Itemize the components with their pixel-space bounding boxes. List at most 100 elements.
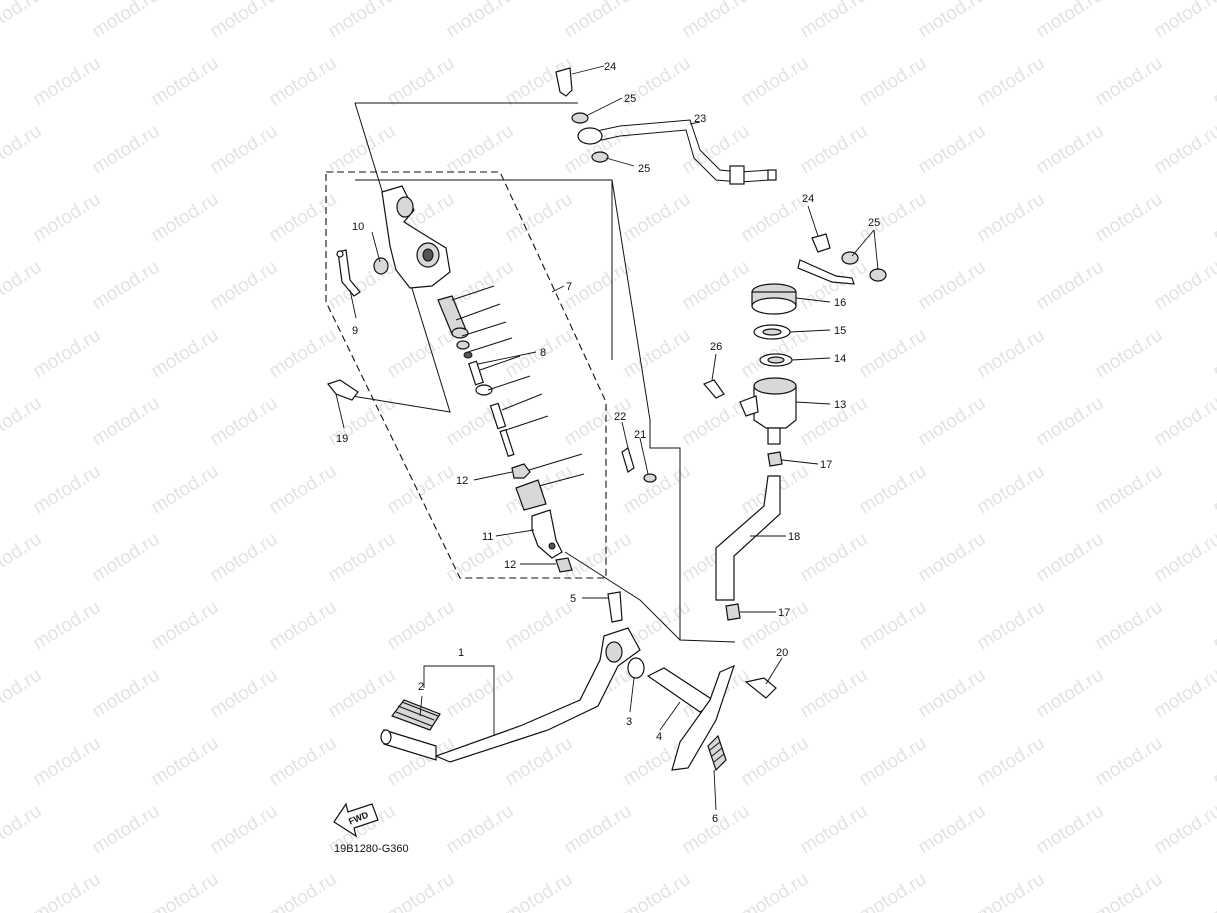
watermark-text: motod.ru [266, 869, 341, 913]
callout-19: 19 [336, 433, 348, 445]
callout-16: 16 [834, 297, 846, 309]
watermark-text: motod.ru [561, 801, 636, 859]
watermark-text: motod.ru [0, 665, 45, 723]
watermark-text: motod.ru [915, 0, 990, 42]
callout-4: 4 [656, 731, 662, 743]
watermark-text: motod.ru [148, 597, 223, 655]
watermark-text: motod.ru [620, 189, 695, 247]
watermark-text: motod.ru [207, 393, 282, 451]
callout-24-upper: 24 [604, 61, 616, 73]
watermark-text: motod.ru [738, 733, 813, 791]
watermark-text: motod.ru [974, 53, 1049, 111]
watermark-text: motod.ru [797, 0, 872, 42]
watermark-text: motod.ru [30, 53, 105, 111]
watermark-text: motod.ru [30, 869, 105, 913]
watermark-text: motod.ru [856, 189, 931, 247]
watermark-text: motod.ru [915, 121, 990, 179]
watermark-text: motod.ru [1151, 0, 1217, 42]
reservoir-assembly [702, 283, 797, 445]
watermark-text: motod.ru [0, 529, 45, 587]
pedal-rubber-2 [391, 699, 441, 731]
watermark-text: motod.ru [856, 53, 931, 111]
watermark-text: motod.ru [443, 121, 518, 179]
watermark-text: motod.ru [207, 529, 282, 587]
watermark-text: motod.ru [384, 869, 459, 913]
watermark-text: motod.ru [266, 597, 341, 655]
watermark-text: motod.ru [384, 597, 459, 655]
watermark-text: motod.ru [148, 869, 223, 913]
watermark-text: motod.ru [1210, 53, 1217, 111]
watermark-text: motod.ru [974, 325, 1049, 383]
watermark-text: motod.ru [443, 801, 518, 859]
watermark-text: motod.ru [1151, 529, 1217, 587]
watermark-text: motod.ru [915, 801, 990, 859]
watermark-text: motod.ru [856, 461, 931, 519]
watermark-text: motod.ru [1033, 393, 1108, 451]
watermark-text: motod.ru [443, 0, 518, 42]
watermark-text: motod.ru [89, 257, 164, 315]
watermark-text: motod.ru [1033, 665, 1108, 723]
watermark-text: motod.ru [915, 257, 990, 315]
watermark-text: motod.ru [502, 869, 577, 913]
watermark-text: motod.ru [856, 325, 931, 383]
callout-13: 13 [834, 399, 846, 411]
watermark-text: motod.ru [1092, 53, 1167, 111]
callout-23: 23 [694, 113, 706, 125]
watermark-text: motod.ru [1151, 665, 1217, 723]
callout-14: 14 [834, 353, 846, 365]
watermark-text: motod.ru [679, 0, 754, 42]
watermark-text: motod.ru [561, 0, 636, 42]
callout-labels: 1 2 3 4 5 6 7 8 9 10 11 12 12 13 14 15 1… [336, 61, 880, 825]
kit-bracket-lines [451, 285, 585, 491]
watermark-text: motod.ru [1210, 597, 1217, 655]
watermark-text: motod.ru [856, 869, 931, 913]
watermark-text: motod.ru [0, 393, 45, 451]
watermark-text: motod.ru [30, 597, 105, 655]
pin-22-washer-21 [621, 447, 657, 483]
watermark-text: motod.ru [1033, 121, 1108, 179]
callout-7: 7 [566, 281, 572, 293]
watermark-text: motod.ru [738, 597, 813, 655]
banjo-bolts-and-washers [555, 67, 887, 285]
watermark-text: motod.ru [325, 121, 400, 179]
watermark-text: motod.ru [1210, 461, 1217, 519]
watermark-text: motod.ru [797, 529, 872, 587]
callout-17-upper: 17 [820, 459, 832, 471]
callout-25-upper: 25 [624, 93, 636, 105]
watermark-text: motod.ru [325, 665, 400, 723]
watermark-text: motod.ru [89, 0, 164, 42]
callout-5: 5 [570, 593, 576, 605]
bolt-19 [326, 379, 359, 401]
watermark-text: motod.ru [679, 257, 754, 315]
fwd-arrow-icon: FWD [333, 802, 379, 838]
watermark-text: motod.ru [620, 325, 695, 383]
watermark-text: motod.ru [1210, 325, 1217, 383]
brake-pedal [380, 591, 641, 763]
watermark-text: motod.ru [1151, 393, 1217, 451]
watermark-text: motod.ru [620, 869, 695, 913]
watermark-text: motod.ru [502, 189, 577, 247]
watermark-text: motod.ru [974, 869, 1049, 913]
callout-12-lower: 12 [504, 559, 516, 571]
watermark-text: motod.ru [325, 0, 400, 42]
watermark-text: motod.ru [1151, 121, 1217, 179]
callout-leaders [335, 65, 879, 811]
callout-17-lower: 17 [778, 607, 790, 619]
watermark-text: motod.ru [266, 325, 341, 383]
callout-11: 11 [482, 531, 493, 543]
watermark-text: motod.ru [974, 597, 1049, 655]
watermark-text: motod.ru [915, 529, 990, 587]
watermark-text: motod.ru [207, 801, 282, 859]
watermark-text: motod.ru [1210, 733, 1217, 791]
callout-6: 6 [712, 813, 718, 825]
callout-15: 15 [834, 325, 846, 337]
watermark-text: motod.ru [266, 733, 341, 791]
callout-22: 22 [614, 411, 626, 423]
watermark-text: motod.ru [738, 869, 813, 913]
watermark-text: motod.ru [797, 121, 872, 179]
watermark-text: motod.ru [89, 393, 164, 451]
hose-23 [577, 119, 777, 185]
watermark-text: motod.ru [915, 393, 990, 451]
callout-20: 20 [776, 647, 788, 659]
